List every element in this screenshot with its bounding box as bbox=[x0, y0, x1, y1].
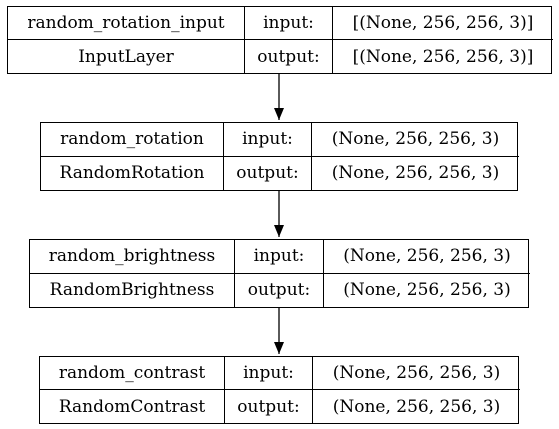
layer-name: random_rotation bbox=[41, 123, 224, 157]
input-label: input: bbox=[225, 357, 313, 390]
arrowhead-3 bbox=[274, 342, 284, 354]
layer-node-random-rotation[interactable]: random_rotation input: (None, 256, 256, … bbox=[40, 122, 519, 191]
layer-type: RandomBrightness bbox=[30, 273, 235, 307]
output-shape: [(None, 256, 256, 3)] bbox=[352, 46, 534, 67]
output-label: output: bbox=[225, 390, 313, 423]
output-shape: (None, 256, 256, 3) bbox=[343, 280, 511, 301]
input-label: input: bbox=[235, 240, 324, 274]
output-shape: (None, 256, 256, 3) bbox=[332, 396, 501, 417]
input-shape: (None, 256, 256, 3) bbox=[312, 123, 519, 157]
layer-name: random_contrast bbox=[40, 357, 225, 390]
layer-node-random-rotation-input[interactable]: random_rotation_input input: [(None, 256… bbox=[7, 6, 553, 74]
output-shape: (None, 256, 256, 3) bbox=[331, 163, 500, 184]
output-label: output: bbox=[224, 156, 312, 190]
input-label: input: bbox=[245, 7, 333, 40]
input-shape: [(None, 256, 256, 3)] bbox=[333, 7, 553, 40]
input-shape: (None, 256, 256, 3) bbox=[324, 240, 530, 274]
layer-node-random-contrast[interactable]: random_contrast input: (None, 256, 256, … bbox=[39, 356, 520, 424]
arrowhead-1 bbox=[274, 108, 284, 120]
layer-node-random-brightness[interactable]: random_brightness input: (None, 256, 256… bbox=[29, 239, 530, 308]
layer-type: RandomRotation bbox=[41, 156, 224, 190]
output-label: output: bbox=[245, 40, 333, 73]
output-label: output: bbox=[235, 273, 324, 307]
input-label: input: bbox=[224, 123, 312, 157]
layer-name: random_brightness bbox=[30, 240, 235, 274]
layer-name: random_rotation_input bbox=[8, 7, 245, 40]
input-shape: (None, 256, 256, 3) bbox=[313, 357, 520, 390]
arrowhead-2 bbox=[274, 225, 284, 237]
layer-type: InputLayer bbox=[8, 40, 245, 73]
layer-type: RandomContrast bbox=[40, 390, 225, 423]
